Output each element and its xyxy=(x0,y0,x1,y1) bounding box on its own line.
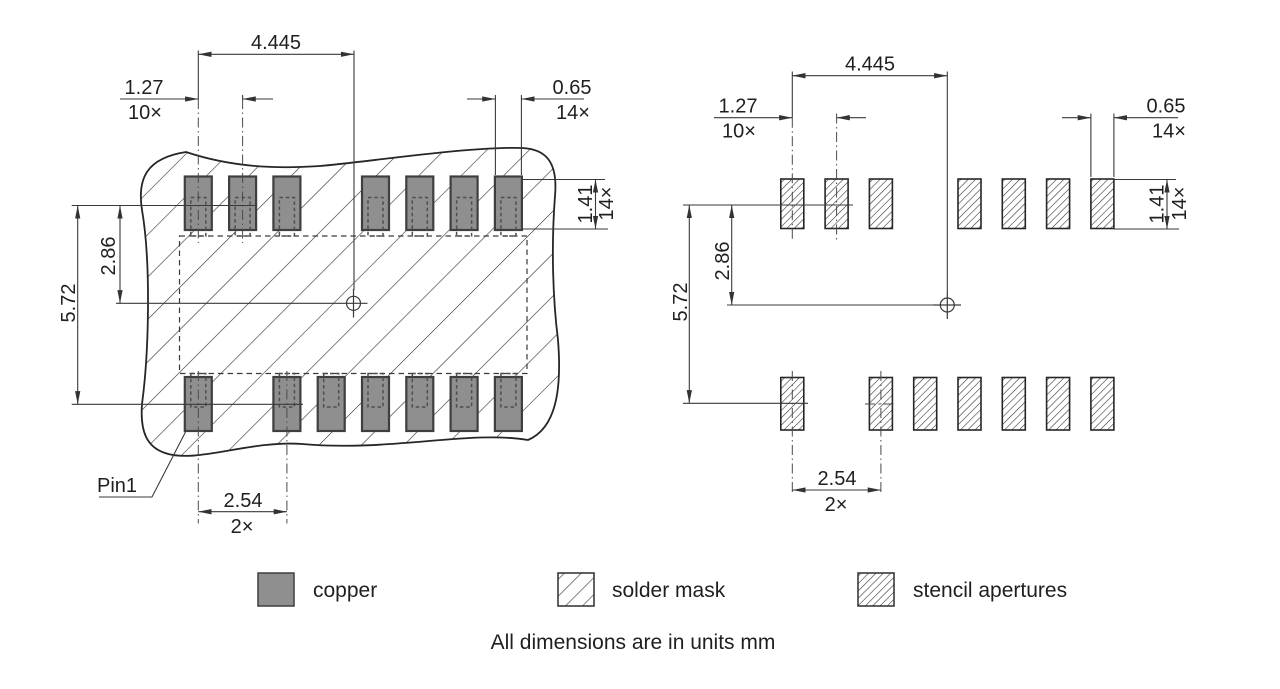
dim-pad-height: 1.41 14× xyxy=(522,178,618,230)
dim-label: 0.65 xyxy=(553,77,592,99)
stencil-aperture xyxy=(1045,178,1071,230)
copper-pad xyxy=(449,175,479,232)
stencil-aperture xyxy=(957,178,982,230)
stencil-aperture xyxy=(1090,376,1115,431)
dim-row-half: 2.86 xyxy=(98,205,123,304)
legend-item-solder-mask: solder mask xyxy=(557,572,726,607)
copper-pad xyxy=(316,375,346,433)
lead-outline xyxy=(367,372,384,408)
dim-label: 5.72 xyxy=(58,284,80,323)
copper-swatch xyxy=(257,572,295,607)
dim-pad-width: 0.65 14× xyxy=(1062,96,1186,143)
dim-double-pitch: 2.54 2× xyxy=(198,490,287,538)
dim-count: 14× xyxy=(1152,121,1186,143)
legend: copper solder mask stencil apertures xyxy=(257,572,1067,607)
legend-label: copper xyxy=(313,579,377,602)
lead-outline xyxy=(367,196,384,237)
dim-label: 4.445 xyxy=(845,54,895,76)
dim-label: 4.445 xyxy=(251,32,301,54)
dim-label: 0.65 xyxy=(1147,96,1186,118)
legend-label: stencil apertures xyxy=(913,579,1067,602)
left-figure-copper-soldermask: 4.445 1.27 10× 0.65 14× 1.41 14× 2.86 xyxy=(58,32,618,538)
origin-mark xyxy=(933,291,961,319)
dim-double-pitch: 2.54 2× xyxy=(792,468,881,516)
copper-pad xyxy=(493,375,523,433)
dim-label: 2.86 xyxy=(712,242,734,281)
dim-count: 2× xyxy=(231,516,254,538)
copper-pad xyxy=(405,375,435,433)
stencil-aperture xyxy=(1001,376,1027,431)
dim-pitch: 1.27 10× xyxy=(714,96,866,143)
dim-label: 2.54 xyxy=(818,468,857,490)
stencil-apertures-top-row xyxy=(779,178,1115,230)
lead-outline xyxy=(500,372,517,408)
legend-label: solder mask xyxy=(612,579,726,602)
lead-outline xyxy=(455,196,473,237)
dim-pad-height: 1.41 14× xyxy=(1114,178,1191,230)
copper-pad xyxy=(405,175,435,232)
lead-outline xyxy=(411,196,429,237)
origin-mark xyxy=(339,289,368,318)
dim-label: 1.41 xyxy=(575,185,597,224)
units-note: All dimensions are in units mm xyxy=(491,631,776,654)
dim-label: 2.86 xyxy=(98,237,120,276)
stencil-aperture xyxy=(1045,376,1071,431)
copper-pad xyxy=(228,175,258,232)
dim-pad-width: 0.65 14× xyxy=(467,77,591,124)
dim-label: 1.27 xyxy=(125,77,164,99)
dim-label: 5.72 xyxy=(670,283,692,322)
dim-pitch: 1.27 10× xyxy=(120,77,273,124)
dim-label: 1.41 xyxy=(1147,185,1169,224)
dim-row-span: 5.72 xyxy=(670,205,692,404)
dim-count: 14× xyxy=(596,187,618,221)
stencil-aperture xyxy=(1090,178,1115,230)
stencil-aperture xyxy=(779,178,805,230)
dim-count: 10× xyxy=(128,102,162,124)
stencil-aperture xyxy=(868,178,894,230)
stencil-aperture xyxy=(957,376,982,431)
stencil-aperture xyxy=(912,376,938,431)
component-lead-outlines xyxy=(190,196,517,408)
legend-item-stencil-apertures: stencil apertures xyxy=(857,572,1067,607)
dim-count: 14× xyxy=(556,102,590,124)
dim-count: 14× xyxy=(1169,187,1191,221)
stencil-aperture xyxy=(1001,178,1027,230)
copper-pad xyxy=(360,375,391,433)
lead-outline xyxy=(278,196,296,237)
lead-outline xyxy=(500,196,517,237)
lead-outline xyxy=(411,372,429,408)
dim-center-offset: 4.445 xyxy=(792,54,948,79)
solder-mask-swatch xyxy=(557,572,595,607)
dim-label: 2.54 xyxy=(224,490,263,512)
lead-outline xyxy=(455,372,473,408)
dim-count: 10× xyxy=(722,121,756,143)
dim-label: 1.27 xyxy=(719,96,758,118)
right-figure-stencil: 4.445 1.27 10× 0.65 14× 1.41 14× 2.86 xyxy=(670,54,1191,517)
copper-pad xyxy=(493,175,523,232)
stencil-aperture xyxy=(824,178,849,230)
dim-row-span: 5.72 xyxy=(58,205,81,405)
legend-item-copper: copper xyxy=(257,572,377,607)
lead-outline xyxy=(322,372,340,408)
dim-count: 2× xyxy=(825,494,848,516)
pin1-label: Pin1 xyxy=(97,475,137,497)
stencil-apertures-bottom-row xyxy=(779,376,1115,431)
dim-row-half: 2.86 xyxy=(712,205,735,305)
copper-pad xyxy=(272,175,302,232)
copper-pad xyxy=(360,175,391,232)
copper-pad xyxy=(183,175,213,232)
copper-pad xyxy=(449,375,479,433)
pin1-callout: Pin1 xyxy=(97,431,186,498)
component-body-outline xyxy=(178,235,528,375)
dim-center-offset: 4.445 xyxy=(198,32,354,57)
stencil-apertures-swatch xyxy=(857,572,895,607)
